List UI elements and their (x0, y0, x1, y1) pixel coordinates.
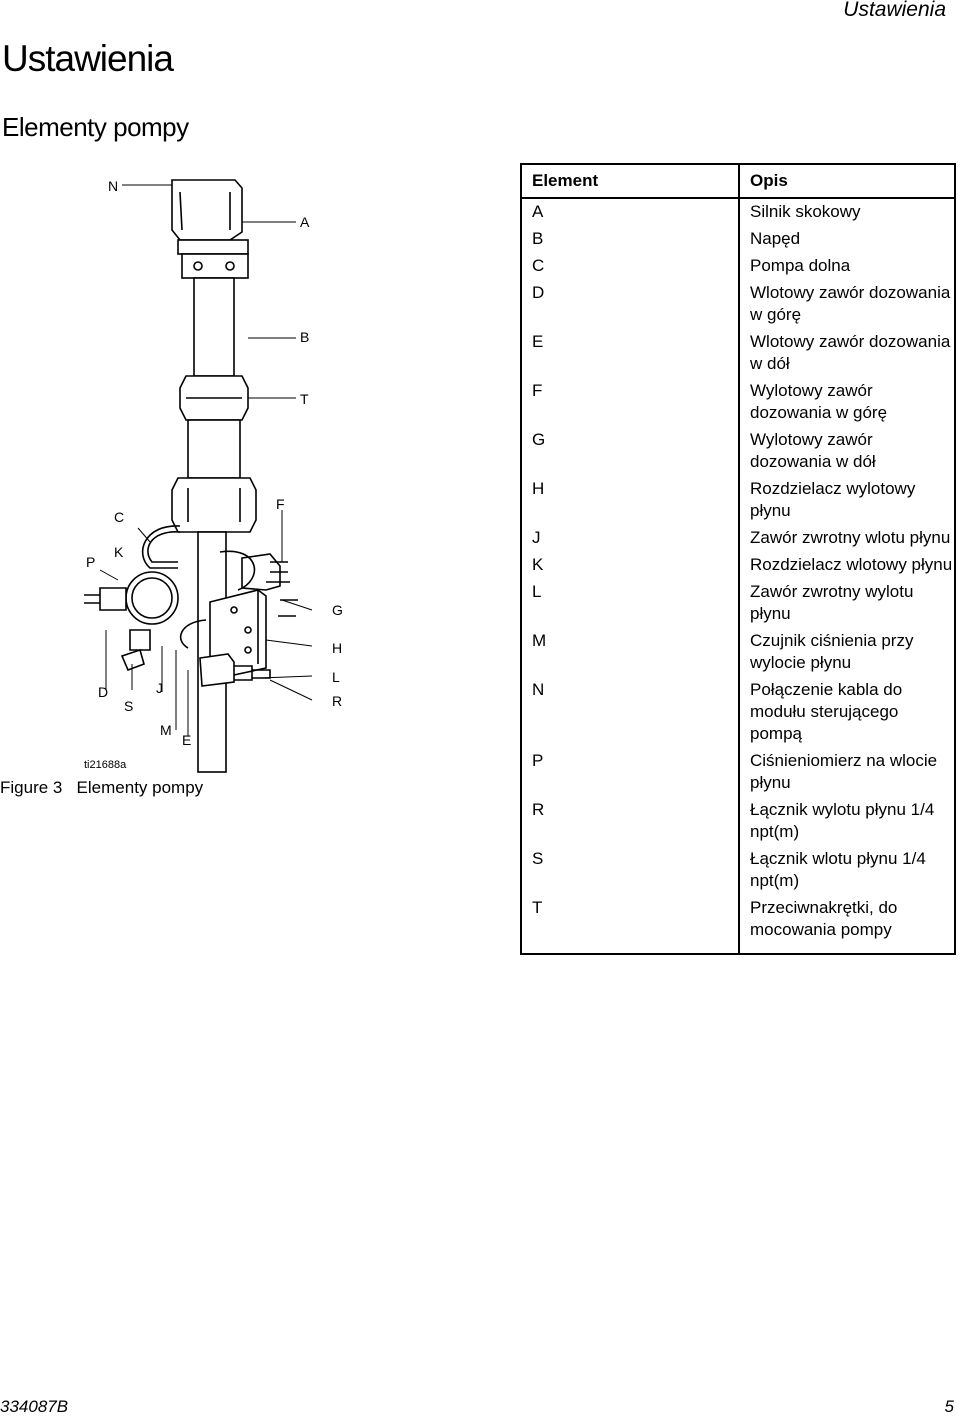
element-cell: S (520, 846, 740, 895)
callout-b: B (300, 329, 310, 345)
callout-d: D (98, 684, 109, 700)
callout-h: H (332, 640, 343, 656)
description-cell: Ciśnieniomierz na wlocie płynu (738, 748, 956, 797)
description-cell: Silnik skokowy (738, 198, 956, 226)
element-cell: R (520, 797, 740, 846)
section-title: Elementy pompy (2, 112, 189, 142)
page-title: Ustawienia (2, 38, 174, 79)
description-cell: Rozdzielacz wylotowy płynu (738, 476, 956, 525)
callout-p: P (86, 554, 96, 570)
element-cell: M (520, 628, 740, 677)
description-cell: Połączenie kabla do modułu sterującego p… (738, 677, 956, 748)
callout-f: F (276, 496, 285, 512)
description-cell: Czujnik ciśnienia przy wylocie płynu (738, 628, 956, 677)
description-cell: Przeciwnakrętki, do mocowania pompy (738, 895, 956, 955)
element-cell: H (520, 476, 740, 525)
callout-g: G (332, 602, 343, 618)
callout-s: S (124, 698, 134, 714)
callout-r: R (332, 693, 343, 709)
figure-caption: Figure 3 Elementy pompy (0, 778, 203, 798)
callout-j: J (156, 680, 163, 696)
element-cell: T (520, 895, 740, 955)
description-cell: Rozdzielacz wlotowy płynu (738, 552, 956, 579)
page-number: 5 (944, 1397, 954, 1416)
description-cell: Zawór zwrotny wylotu płynu (738, 579, 956, 628)
element-cell: B (520, 226, 740, 253)
element-cell: D (520, 280, 740, 329)
callout-t: T (300, 391, 309, 407)
description-cell: Wylotowy zawór dozowania w górę (738, 378, 956, 427)
element-cell: N (520, 677, 740, 748)
description-cell: Zawór zwrotny wlotu płynu (738, 525, 956, 552)
description-cell: Wlotowy zawór dozowania w dół (738, 329, 956, 378)
callout-a: A (300, 214, 310, 230)
element-cell: G (520, 427, 740, 476)
column-header-element: Element (520, 163, 740, 199)
description-cell: Pompa dolna (738, 253, 956, 280)
description-cell: Wylotowy zawór dozowania w dół (738, 427, 956, 476)
element-cell: F (520, 378, 740, 427)
figure-code: ti21688a (84, 759, 127, 771)
element-cell: C (520, 253, 740, 280)
running-header: Ustawienia (843, 0, 946, 21)
callout-c: C (114, 509, 125, 525)
callout-e: E (182, 732, 192, 748)
callout-m: M (160, 722, 172, 738)
element-cell: A (520, 198, 740, 226)
element-cell: P (520, 748, 740, 797)
caption-number: Figure 3 (0, 778, 63, 797)
pump-illustration: N A B T F C P K G H L R D S J M E ti2168… (70, 170, 370, 780)
description-cell: Łącznik wylotu płynu 1/4 npt(m) (738, 797, 956, 846)
pump-drawing (84, 179, 313, 773)
element-cell: J (520, 525, 740, 552)
callout-n: N (108, 178, 119, 194)
callout-k: K (114, 544, 124, 560)
column-header-description: Opis (738, 163, 956, 199)
element-cell: E (520, 329, 740, 378)
description-cell: Wlotowy zawór dozowania w górę (738, 280, 956, 329)
caption-text: Elementy pompy (76, 778, 204, 797)
callout-l: L (332, 669, 340, 685)
description-cell: Napęd (738, 226, 956, 253)
description-cell: Łącznik wlotu płynu 1/4 npt(m) (738, 846, 956, 895)
element-cell: L (520, 579, 740, 628)
document-number: 334087B (0, 1397, 69, 1416)
table-header-row: Element Opis (520, 163, 956, 199)
element-cell: K (520, 552, 740, 579)
